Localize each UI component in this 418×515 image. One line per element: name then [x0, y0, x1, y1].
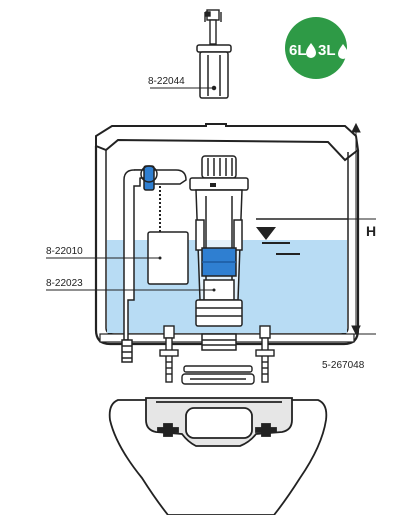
- flush-valve-outlet: [201, 333, 237, 351]
- water-drop-icon: [306, 43, 316, 58]
- badge-circle: [285, 17, 347, 79]
- tank-lid: [95, 123, 360, 162]
- flush-button-assembly: 8-22044: [148, 9, 232, 99]
- bowl-bolt-left: [157, 423, 179, 437]
- fill-valve-pipe: [123, 169, 141, 341]
- flush-valve-base: [195, 299, 243, 327]
- dual-flush-badge: 6L 3L: [285, 17, 348, 79]
- badge-full-flush-label: 6L: [289, 42, 307, 59]
- water-level-marker: [256, 218, 348, 255]
- bowl-bolt-right: [255, 423, 277, 437]
- label-8-22010: 8-22010: [46, 246, 83, 257]
- water-level-triangle-icon: [256, 227, 276, 240]
- water-drop-icon-small: [338, 44, 348, 59]
- fill-valve-8-22010: [121, 165, 189, 363]
- flush-valve-collar: [189, 177, 249, 191]
- fill-valve-foot: [121, 339, 133, 363]
- seal-gasket: [181, 365, 255, 385]
- badge-half-flush-label: 3L: [318, 42, 336, 59]
- flush-valve-crown: [201, 155, 237, 179]
- push-button-linkage: [204, 9, 222, 45]
- label-8-22044: 8-22044: [148, 76, 185, 87]
- height-label: H: [366, 223, 376, 239]
- push-button-housing: [196, 44, 232, 99]
- flush-valve-8-22023: [189, 155, 249, 351]
- height-dimension: [344, 122, 376, 336]
- fill-valve-blue-ring: [143, 165, 155, 191]
- tank-bolt-left: [159, 325, 179, 383]
- label-8-22023: 8-22023: [46, 278, 83, 289]
- tank-bolt-right: [255, 325, 275, 383]
- toilet-bowl: [108, 397, 328, 515]
- fill-valve-ring-top: [140, 165, 158, 183]
- drawing-reference: 5-267048: [322, 360, 365, 371]
